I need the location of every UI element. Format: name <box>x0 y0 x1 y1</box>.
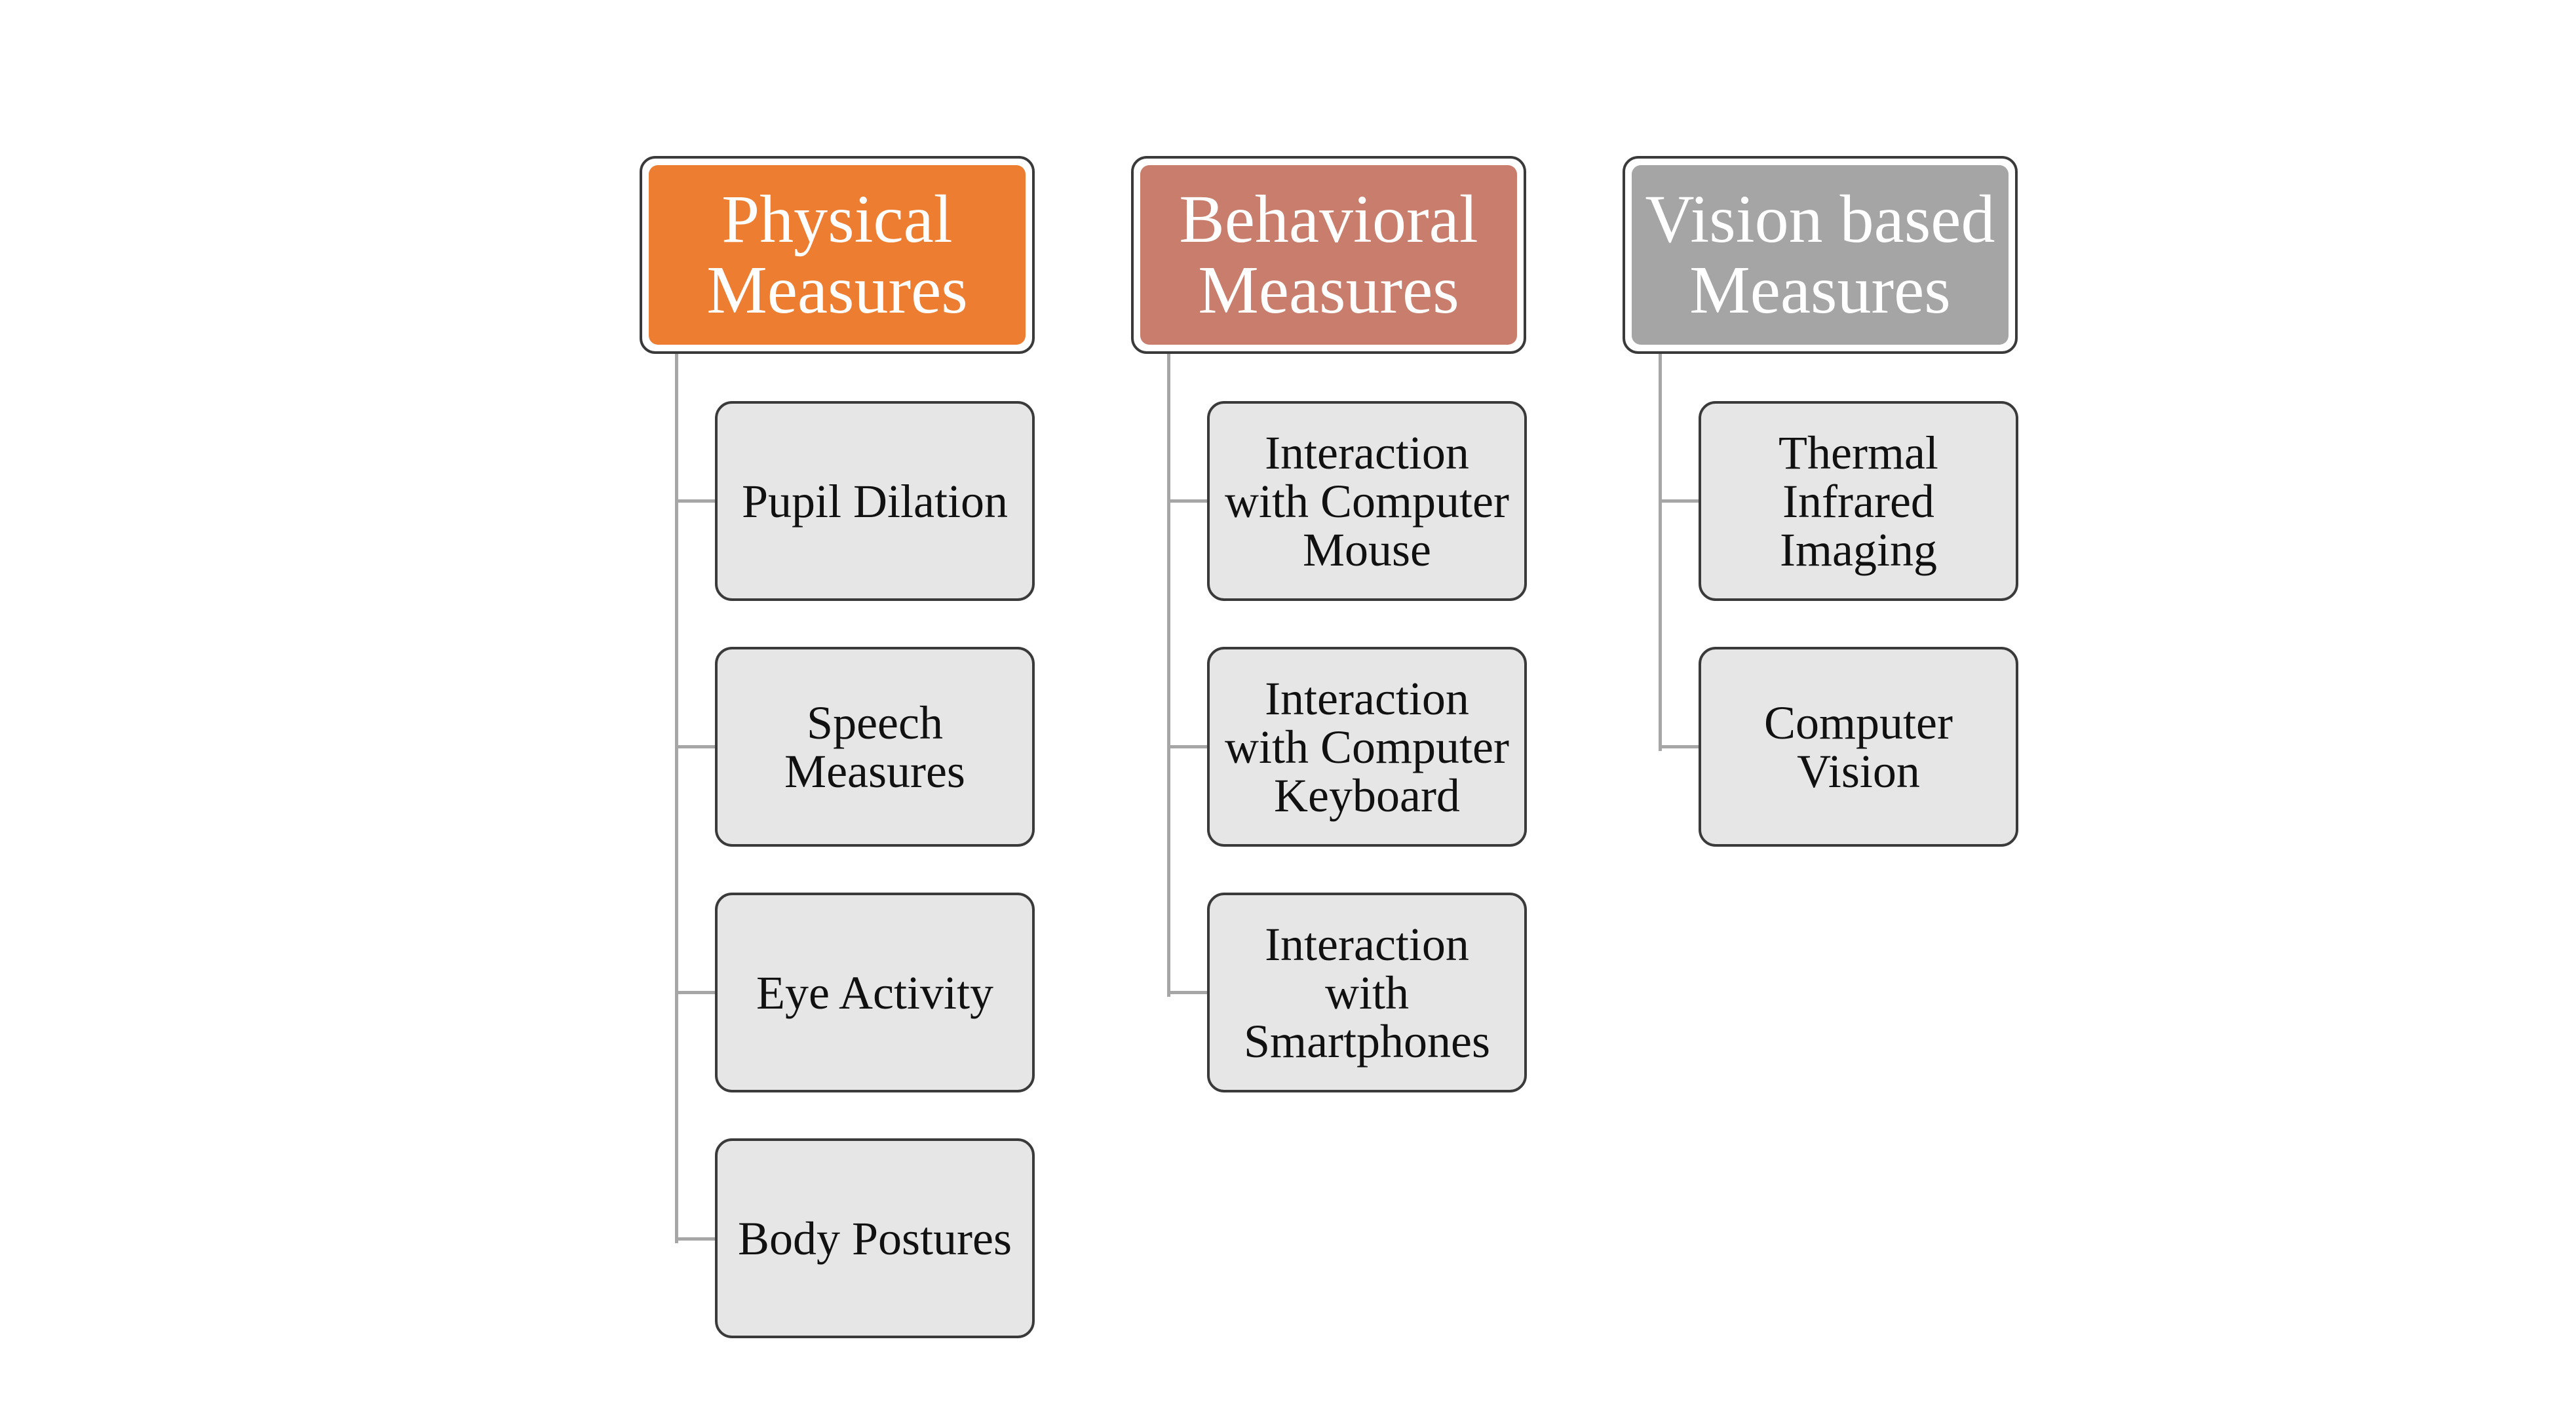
connector-behavioral-1 <box>1167 499 1209 503</box>
smartphones-node[interactable]: Interaction with Smartphones <box>1207 893 1527 1092</box>
vision-measures-label: Vision based Measures <box>1632 165 2009 345</box>
connector-behavioral-3 <box>1167 991 1209 994</box>
eye-activity-node[interactable]: Eye Activity <box>715 893 1035 1092</box>
connector-physical-4 <box>675 1237 717 1241</box>
connector-physical-1 <box>675 499 717 503</box>
computer-mouse-node[interactable]: Interaction with Computer Mouse <box>1207 401 1527 601</box>
connector-vision-trunk <box>1659 353 1662 751</box>
connector-physical-3 <box>675 991 717 994</box>
thermal-infrared-node[interactable]: Thermal Infrared Imaging <box>1699 401 2018 601</box>
physical-measures-header[interactable]: Physical Measures <box>640 156 1035 354</box>
computer-keyboard-node[interactable]: Interaction with Computer Keyboard <box>1207 647 1527 847</box>
connector-physical-trunk <box>675 353 678 1243</box>
connector-behavioral-2 <box>1167 745 1209 748</box>
computer-vision-node[interactable]: Computer Vision <box>1699 647 2018 847</box>
body-postures-node[interactable]: Body Postures <box>715 1138 1035 1338</box>
connector-vision-1 <box>1659 499 1701 503</box>
physical-measures-label: Physical Measures <box>649 165 1026 345</box>
connector-behavioral-trunk <box>1167 353 1170 997</box>
vision-measures-header[interactable]: Vision based Measures <box>1623 156 2018 354</box>
behavioral-measures-header[interactable]: Behavioral Measures <box>1131 156 1526 354</box>
pupil-dilation-node[interactable]: Pupil Dilation <box>715 401 1035 601</box>
connector-vision-2 <box>1659 745 1701 748</box>
connector-physical-2 <box>675 745 717 748</box>
speech-measures-node[interactable]: Speech Measures <box>715 647 1035 847</box>
behavioral-measures-label: Behavioral Measures <box>1140 165 1517 345</box>
